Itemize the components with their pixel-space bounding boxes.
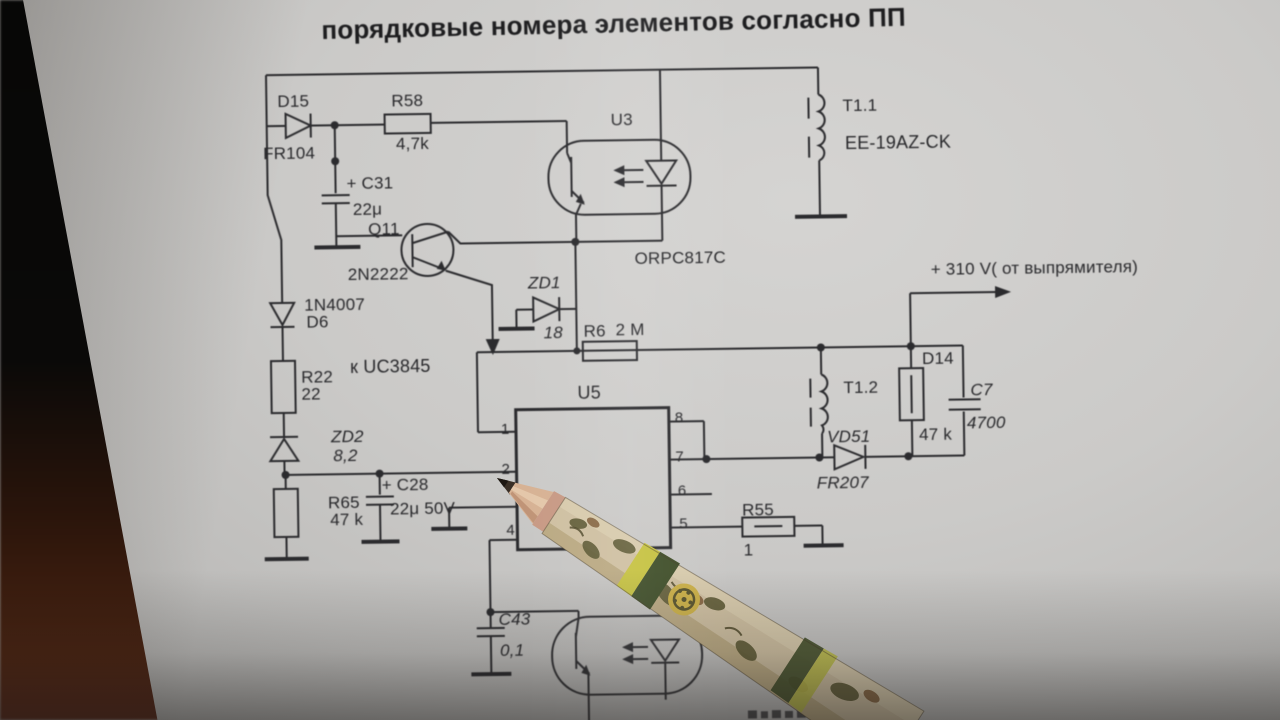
circuit-wires (264, 66, 996, 673)
bottom-vignette (0, 570, 1280, 720)
